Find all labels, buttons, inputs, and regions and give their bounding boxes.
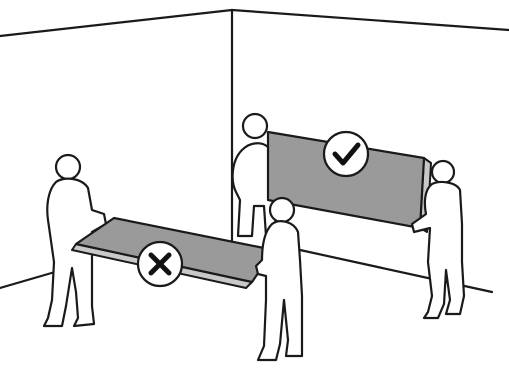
person-left-head <box>54 153 82 181</box>
cross-icon <box>148 252 172 276</box>
person-right-head <box>430 159 456 185</box>
checkmark-icon <box>332 142 361 166</box>
correct-badge <box>322 130 370 178</box>
person-back-right-carrier <box>231 112 278 238</box>
person-right-body <box>410 180 466 320</box>
correct-badge-circle <box>322 130 370 178</box>
person-front-body <box>254 220 304 362</box>
person-left-body <box>42 177 108 328</box>
person-front-carrier <box>254 196 304 362</box>
incorrect-badge <box>136 240 184 288</box>
person-right-carrier <box>410 159 466 320</box>
left-floor-line <box>0 270 57 290</box>
left-wall-ceiling-line <box>0 8 234 38</box>
person-back-body <box>231 142 278 238</box>
room-walls <box>0 8 509 294</box>
person-front-head <box>268 196 296 224</box>
person-back-head <box>241 112 269 140</box>
right-wall-ceiling-line <box>230 8 509 32</box>
person-left-carrier <box>42 153 108 328</box>
